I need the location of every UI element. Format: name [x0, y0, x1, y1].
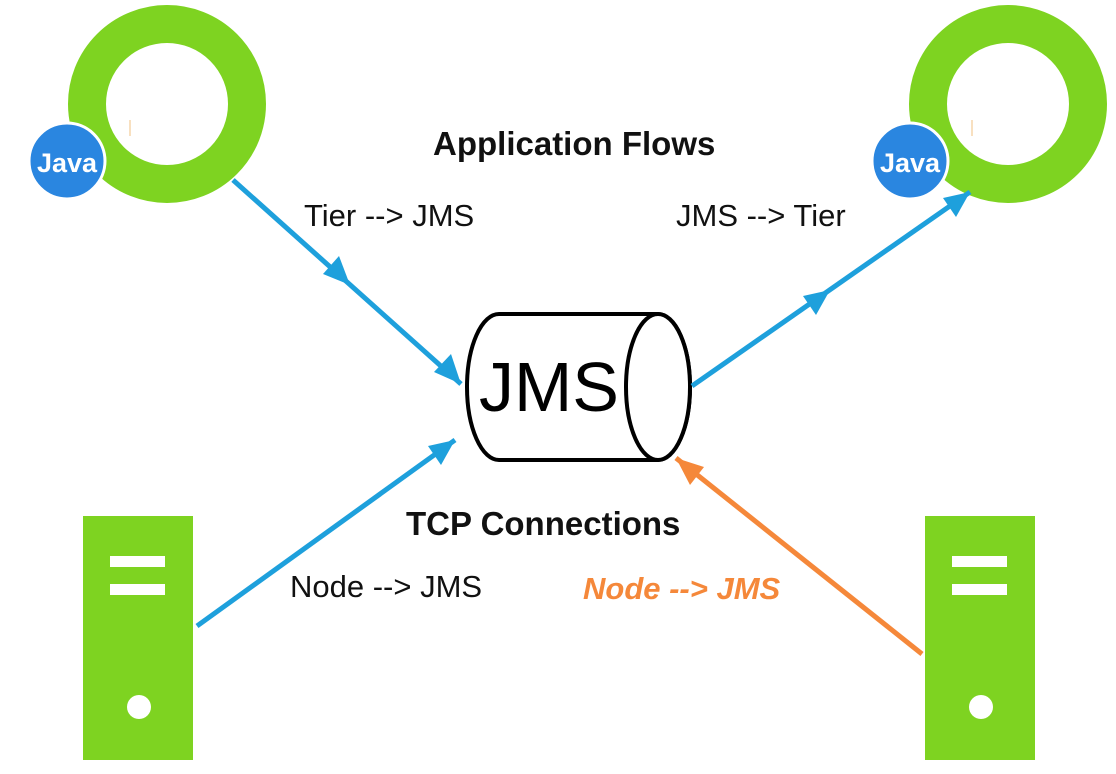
server-left-body [83, 516, 193, 760]
server-left[interactable] [83, 516, 193, 760]
java-badge-right-text: Java [880, 148, 941, 178]
server-right-body [925, 516, 1035, 760]
node-to-jms-left-label: Node --> JMS [290, 569, 483, 604]
arrow-tier-to-jms-end-head [434, 354, 461, 384]
arrow-node-to-jms-left-head [428, 440, 455, 465]
server-right-slot-top [952, 556, 1007, 567]
java-badge-left [27, 121, 107, 201]
tier-ring-right [909, 5, 1107, 203]
arrow-tier-to-jms [231, 178, 463, 386]
arrow-jms-to-tier [690, 189, 972, 389]
server-right-slot-bottom [952, 584, 1007, 595]
jms-label: JMS [479, 348, 619, 426]
java-tier-right[interactable]: Java [870, 5, 1107, 203]
tier-to-jms-label: Tier --> JMS [304, 198, 475, 233]
tier-ring-left [68, 5, 266, 203]
jms-cylinder-end [624, 312, 692, 462]
server-left-led [127, 695, 151, 719]
server-right-led [969, 695, 993, 719]
arrow-jms-to-tier-end-head [943, 192, 970, 217]
java-tier-left[interactable]: Java [27, 5, 266, 203]
server-left-slot-bottom [110, 584, 165, 595]
arrow-node-to-jms-left [195, 437, 457, 629]
arrow-jms-to-tier-mid-head [803, 290, 830, 315]
node-to-jms-right-label: Node --> JMS [583, 571, 781, 606]
arrow-tier-to-jms-mid-head [323, 256, 350, 285]
server-left-slot-top [110, 556, 165, 567]
java-badge-left-text: Java [37, 148, 98, 178]
jms-to-tier-label: JMS --> Tier [676, 198, 846, 233]
application-flows-heading: Application Flows [433, 125, 716, 162]
jms-queue[interactable]: JMS [465, 312, 692, 462]
java-badge-right [870, 121, 950, 201]
arrow-node-to-jms-right [674, 456, 924, 656]
server-right[interactable] [925, 516, 1035, 760]
tcp-connections-heading: TCP Connections [406, 505, 681, 542]
arrow-node-to-jms-right-head [676, 458, 704, 485]
